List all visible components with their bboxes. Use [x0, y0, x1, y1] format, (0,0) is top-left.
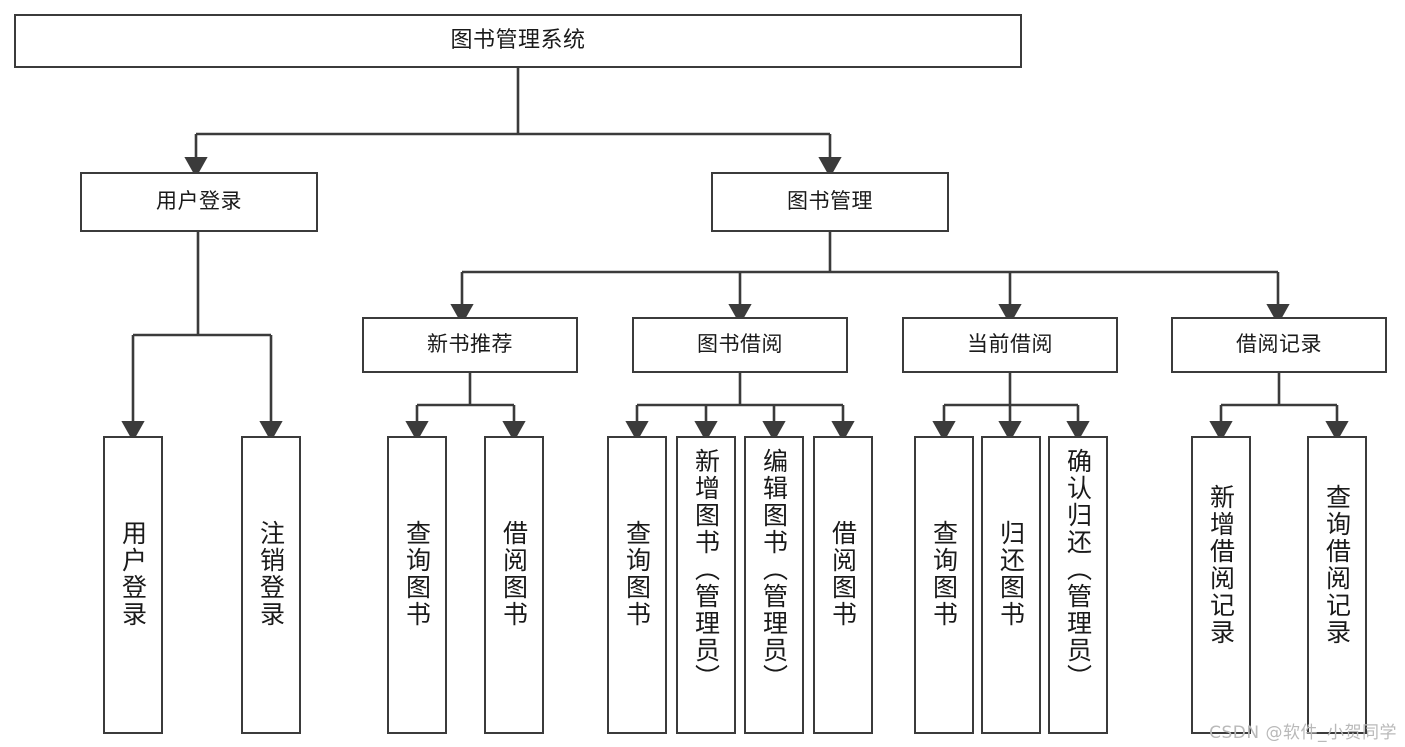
leaf-edit-book-admin[interactable]: 编辑图书（管理员）: [744, 436, 804, 734]
node-label: 新增借阅记录: [1206, 484, 1236, 646]
node-label: 借阅图书: [828, 520, 858, 628]
leaf-user-logout[interactable]: 注销登录: [241, 436, 301, 734]
leaf-borrow-book[interactable]: 借阅图书: [813, 436, 873, 734]
leaf-query-book-recommend[interactable]: 查询图书: [387, 436, 447, 734]
watermark: CSDN @软件_小贺同学: [1209, 723, 1397, 743]
leaf-return-book[interactable]: 归还图书: [981, 436, 1041, 734]
node-root[interactable]: 图书管理系统: [14, 14, 1022, 68]
leaf-confirm-return-admin[interactable]: 确认归还（管理员）: [1048, 436, 1108, 734]
node-label: 查询图书: [622, 520, 652, 628]
node-label: 编辑图书（管理员）: [759, 448, 789, 691]
node-label: 图书管理系统: [450, 27, 586, 53]
node-label: 用户登录: [156, 189, 242, 214]
node-borrow-record[interactable]: 借阅记录: [1171, 317, 1387, 373]
node-user-login[interactable]: 用户登录: [80, 172, 318, 232]
node-label: 查询借阅记录: [1322, 484, 1352, 646]
leaf-add-borrow-record[interactable]: 新增借阅记录: [1191, 436, 1251, 734]
leaf-query-book-current[interactable]: 查询图书: [914, 436, 974, 734]
node-new-book-recommend[interactable]: 新书推荐: [362, 317, 578, 373]
leaf-user-login[interactable]: 用户登录: [103, 436, 163, 734]
node-label: 注销登录: [256, 520, 286, 628]
node-label: 借阅记录: [1236, 332, 1322, 357]
node-label: 图书借阅: [697, 332, 783, 357]
node-label: 新书推荐: [427, 332, 513, 357]
node-label: 确认归还（管理员）: [1063, 448, 1093, 691]
node-label: 归还图书: [996, 520, 1026, 628]
node-book-management[interactable]: 图书管理: [711, 172, 949, 232]
leaf-borrow-book-recommend[interactable]: 借阅图书: [484, 436, 544, 734]
node-book-borrow[interactable]: 图书借阅: [632, 317, 848, 373]
node-label: 新增图书（管理员）: [691, 448, 721, 691]
leaf-query-book-borrow[interactable]: 查询图书: [607, 436, 667, 734]
leaf-query-borrow-record[interactable]: 查询借阅记录: [1307, 436, 1367, 734]
node-label: 用户登录: [118, 520, 148, 628]
node-label: 查询图书: [929, 520, 959, 628]
node-current-borrow[interactable]: 当前借阅: [902, 317, 1118, 373]
leaf-add-book-admin[interactable]: 新增图书（管理员）: [676, 436, 736, 734]
node-label: 查询图书: [402, 520, 432, 628]
node-label: 当前借阅: [967, 332, 1053, 357]
node-label: 借阅图书: [499, 520, 529, 628]
node-label: 图书管理: [787, 189, 873, 214]
